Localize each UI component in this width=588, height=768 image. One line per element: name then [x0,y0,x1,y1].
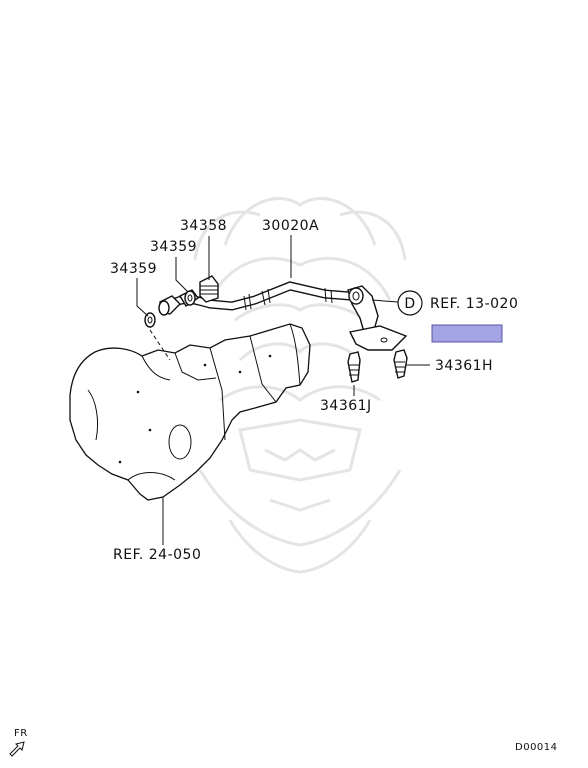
watermark-logo [193,197,407,574]
eye-bolt [199,275,219,303]
callout-letter: D [404,296,415,312]
washer-lower [144,312,156,328]
washer-upper [184,290,196,306]
direction-label: FR [14,728,28,739]
ref-13-020-link[interactable]: REF. 13-020 [430,296,518,312]
leader-lines [136,235,430,545]
transmission-case [69,323,311,501]
hose-bracket [347,285,408,351]
label-34359-upper[interactable]: 34359 [150,239,197,255]
connection-dashed-line [149,329,171,361]
ref-24-050-link[interactable]: REF. 24-050 [113,547,201,563]
diagram-code: D00014 [515,742,558,753]
arrow-icon [9,741,25,757]
label-34361j[interactable]: 34361J [320,398,372,414]
front-direction-indicator: FR [9,728,28,757]
callout-circle-d: D [397,290,423,316]
hose-assembly [167,281,355,311]
bolt-34361j [347,351,361,383]
highlight-box [431,324,503,343]
label-34358[interactable]: 34358 [180,218,227,234]
label-34359-lower[interactable]: 34359 [110,261,157,277]
label-34361h[interactable]: 34361H [435,358,493,374]
label-30020a[interactable]: 30020A [262,218,319,234]
bolt-34361h [393,349,408,379]
